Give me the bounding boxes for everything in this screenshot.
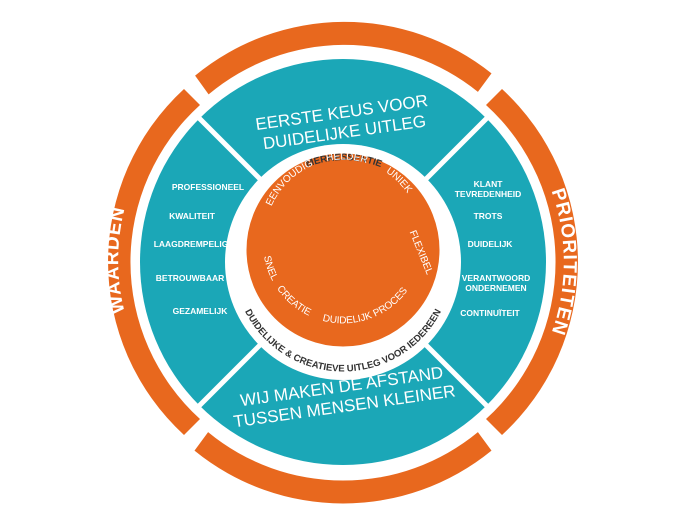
left-item: GEZAMELIJK	[173, 306, 229, 316]
left-item: LAAGDREMPELIG	[154, 239, 229, 249]
left-quadrant-items: PROFESSIONEEL KWALITEIT LAAGDREMPELIG BE…	[154, 182, 244, 316]
core-word-helder: HELDER	[325, 151, 369, 166]
right-item: VERANTWOORD	[462, 273, 530, 283]
right-item: DUIDELIJK	[468, 239, 514, 249]
left-item: PROFESSIONEEL	[172, 182, 244, 192]
ring-segment-top	[195, 21, 492, 95]
core-inner-ring	[243, 150, 443, 350]
ring-segment-right	[486, 89, 578, 435]
orange-core	[245, 152, 441, 348]
right-item: CONTINUÏTEIT	[460, 308, 520, 318]
right-quadrant-items: KLANT TEVREDENHEID TROTS DUIDELIJK VERAN…	[455, 179, 531, 318]
left-item: KWALITEIT	[169, 211, 216, 221]
ring-segment-left	[108, 89, 200, 435]
left-item: BETROUWBAAR	[156, 273, 224, 283]
right-item: TEVREDENHEID	[455, 189, 522, 199]
ring-segment-bottom	[194, 432, 492, 504]
outer-ring	[108, 21, 578, 504]
ring-label-bottom: PASSIE	[305, 501, 381, 524]
right-item: TROTS	[474, 211, 503, 221]
ring-label-top: AMBITIE	[297, 0, 389, 21]
right-item: ONDERNEMEN	[465, 283, 526, 293]
right-item: KLANT	[474, 179, 504, 189]
